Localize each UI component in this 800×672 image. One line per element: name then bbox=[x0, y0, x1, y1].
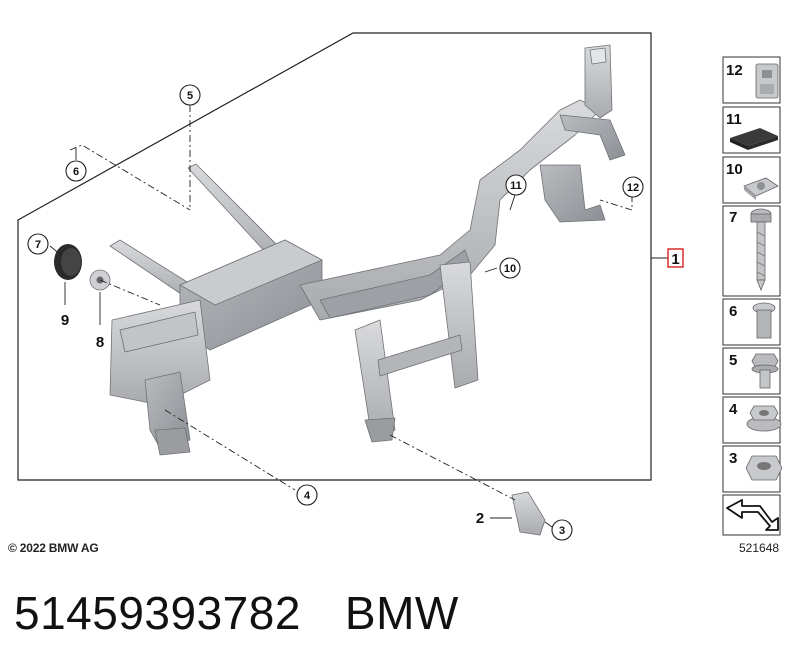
callout-11: 11 bbox=[505, 174, 527, 196]
label-8: 8 bbox=[96, 334, 104, 351]
callout-3: 3 bbox=[551, 519, 573, 541]
rubber-damper-icon bbox=[54, 244, 82, 280]
diagram-id: 521648 bbox=[739, 541, 780, 555]
svg-text:5: 5 bbox=[187, 90, 193, 102]
parts-list-item-10: 10 bbox=[722, 156, 781, 204]
svg-text:4: 4 bbox=[304, 490, 311, 502]
clip-nut-icon bbox=[755, 63, 779, 99]
svg-text:11: 11 bbox=[726, 111, 742, 128]
assembly-boundary bbox=[17, 32, 652, 481]
callout-10: 10 bbox=[499, 257, 521, 279]
svg-text:4: 4 bbox=[729, 401, 738, 418]
arrow-icon bbox=[726, 499, 779, 531]
svg-text:12: 12 bbox=[627, 182, 639, 194]
parts-list-item-12: 12 bbox=[722, 56, 781, 104]
svg-text:5: 5 bbox=[729, 352, 737, 369]
callout-5: 5 bbox=[179, 84, 201, 106]
svg-text:10: 10 bbox=[726, 161, 743, 178]
label-9: 9 bbox=[61, 312, 69, 329]
long-screw-icon bbox=[750, 208, 772, 292]
svg-text:3: 3 bbox=[729, 450, 737, 467]
parts-list-item-11: 11 bbox=[722, 106, 781, 154]
svg-text:7: 7 bbox=[729, 209, 737, 226]
parts-list-item-3: 3 bbox=[722, 445, 783, 493]
copyright-notice: © 2022 BMW AG bbox=[8, 541, 99, 555]
rivet-icon bbox=[752, 302, 776, 339]
svg-text:3: 3 bbox=[559, 525, 565, 537]
bracket-part-icon bbox=[511, 491, 546, 536]
svg-text:12: 12 bbox=[726, 62, 743, 79]
foam-pad-icon bbox=[730, 128, 778, 150]
speed-nut-icon bbox=[743, 177, 779, 200]
hex-bolt-icon bbox=[751, 353, 779, 389]
callout-12: 12 bbox=[622, 176, 644, 198]
callout-6: 6 bbox=[65, 160, 87, 182]
parts-list: 12 11 10 bbox=[722, 56, 783, 536]
parts-list-item-7: 7 bbox=[722, 205, 781, 297]
leader-lines bbox=[49, 105, 668, 528]
svg-text:1: 1 bbox=[671, 251, 679, 268]
hex-nut-icon bbox=[745, 455, 783, 481]
brand-name: BMW bbox=[344, 587, 459, 639]
parts-list-item-4: 4 bbox=[722, 396, 782, 444]
svg-text:11: 11 bbox=[510, 180, 522, 192]
label-2: 2 bbox=[476, 510, 484, 527]
parts-list-item-6: 6 bbox=[722, 298, 781, 346]
flange-nut-icon bbox=[746, 405, 782, 432]
svg-text:7: 7 bbox=[35, 239, 41, 251]
cross-car-beam bbox=[109, 44, 626, 456]
parts-list-item-5: 5 bbox=[722, 347, 781, 395]
callout-7: 7 bbox=[27, 233, 49, 255]
footer: 51459393782 BMW bbox=[14, 586, 459, 640]
main-part-label-1: 1 bbox=[667, 248, 684, 268]
svg-text:6: 6 bbox=[729, 303, 737, 320]
callout-4: 4 bbox=[296, 484, 318, 506]
svg-text:10: 10 bbox=[504, 263, 516, 275]
part-number: 51459393782 bbox=[14, 587, 301, 639]
replacement-symbol bbox=[722, 494, 781, 536]
svg-text:6: 6 bbox=[73, 166, 79, 178]
